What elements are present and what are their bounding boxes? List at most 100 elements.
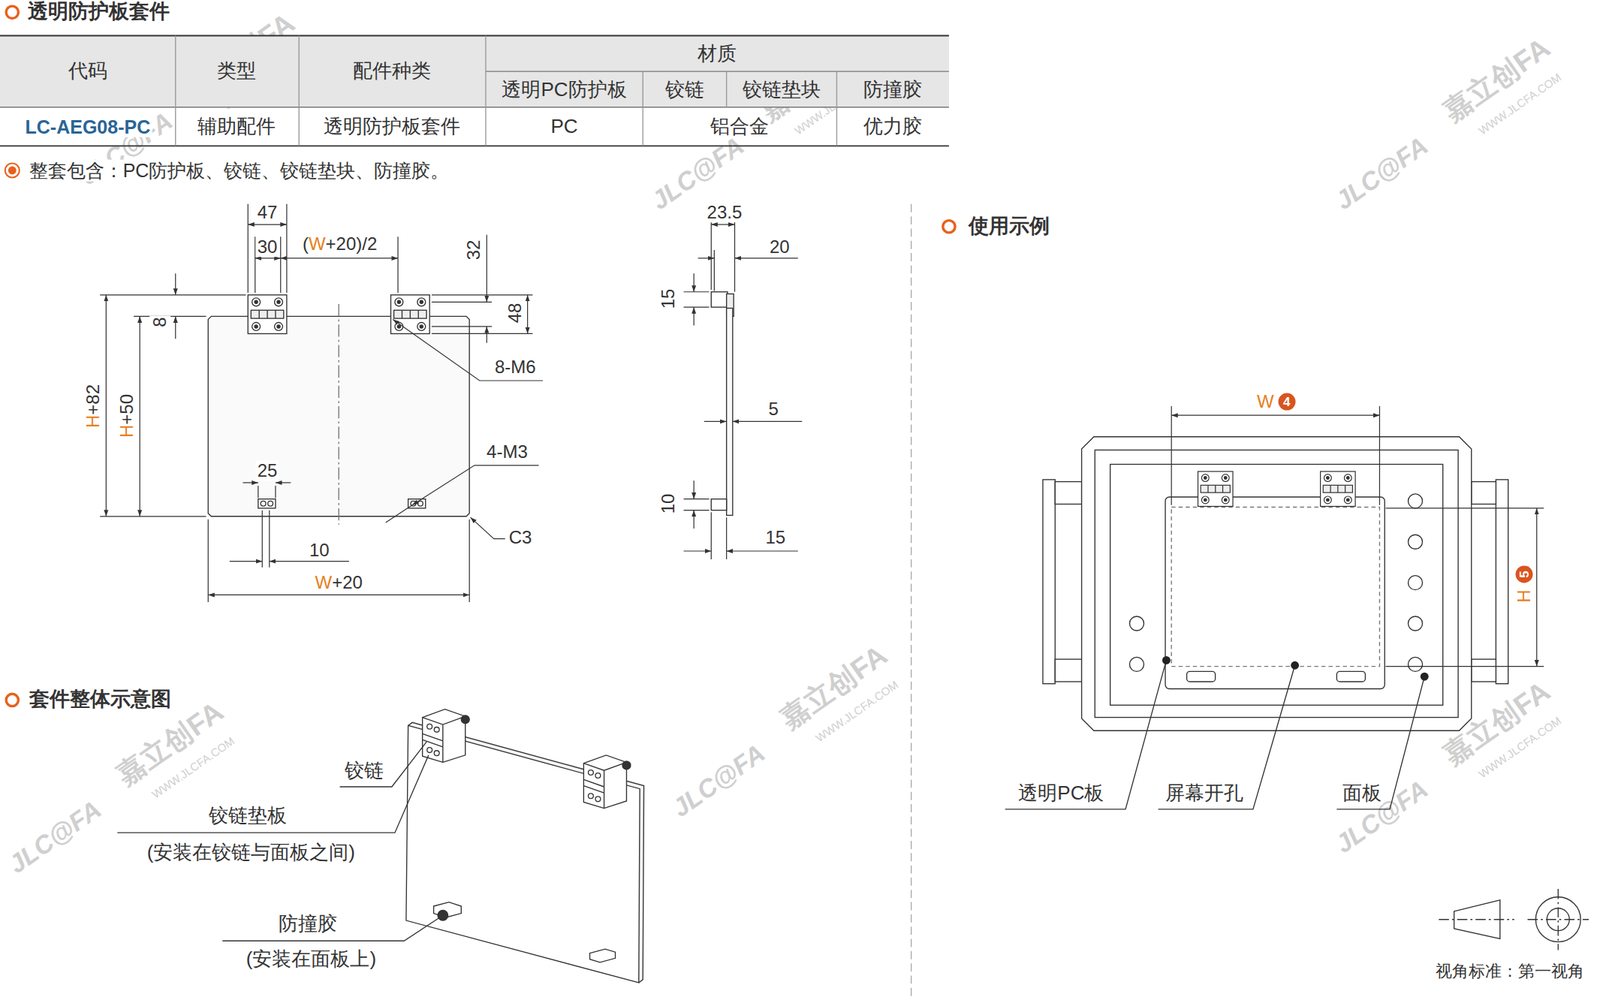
section-heading: 使用示例 (967, 214, 1052, 239)
watermark: JLC@FA (666, 738, 771, 824)
table-cell: 配件种类 (352, 60, 431, 83)
leader-line (1005, 659, 1167, 809)
usage-example (1165, 497, 1385, 690)
front-view (391, 295, 431, 335)
dimension-lines (174, 316, 176, 339)
usage-example (1054, 659, 1082, 682)
dimension-lines (139, 316, 141, 516)
dimension-lines (247, 223, 287, 225)
dimension-lines (732, 421, 802, 422)
dimension-lines (704, 421, 727, 422)
dimension-lines (486, 235, 488, 303)
table-cell: 材质 (697, 42, 737, 66)
table-cell: 类型 (216, 60, 257, 83)
heading-icon (943, 220, 956, 233)
watermark: JLC@FA (3, 794, 107, 880)
kit-sketch (117, 741, 440, 941)
text-part: +20)/2 (325, 233, 378, 254)
dimension-label: 48 (505, 301, 527, 326)
table-cell: 代码 (68, 60, 108, 83)
dimension-lines (1536, 508, 1537, 667)
table-cell: 透明防护板套件 (322, 115, 462, 139)
usage-example (1198, 471, 1233, 507)
dimension-lines (683, 201, 803, 560)
side-view (726, 307, 733, 516)
dimension-lines (735, 257, 799, 259)
table-cell: PC (548, 115, 579, 139)
usage-example (1320, 471, 1356, 507)
bullet-icon (5, 162, 20, 178)
dimension-lines (207, 519, 470, 603)
dimension-label: W+20 (313, 572, 365, 594)
dimension-lines (258, 485, 276, 498)
leader-dot (1162, 656, 1171, 665)
usage-example (1187, 671, 1216, 682)
kit-sketch (422, 709, 471, 763)
spec-table (175, 36, 838, 147)
dimension-label: 10 (307, 539, 332, 561)
usage-example (1407, 616, 1423, 631)
dimension-lines (693, 510, 695, 529)
kit-sketch (590, 949, 616, 963)
dimension-lines (385, 505, 413, 523)
leader-line (1158, 665, 1296, 810)
front-view (268, 500, 274, 507)
usage-example (1042, 479, 1055, 684)
dimension-lines (683, 499, 710, 511)
kit-sketch (406, 725, 640, 983)
text-part: +20 (331, 572, 363, 593)
table-cell: 防撞胶 (863, 78, 923, 102)
table-cell: 透明PC防护板 (501, 78, 627, 102)
leader-line (1005, 659, 1426, 809)
part-label: (安装在面板上) (244, 948, 378, 971)
dimension-lines (262, 510, 270, 568)
dimension-lines (431, 295, 534, 335)
dimension-label: W (1255, 391, 1276, 413)
dimension-lines (683, 292, 710, 308)
usage-example (1094, 449, 1459, 718)
dimension-lines (1171, 406, 1380, 506)
front-view (207, 295, 470, 525)
leader-dot (1162, 656, 1429, 681)
part-label: (安装在铰链与面板之间) (145, 841, 357, 865)
usage-example (1110, 464, 1444, 706)
dimension-label: 30 (256, 236, 280, 258)
view-symbol (1535, 897, 1581, 943)
front-view (260, 500, 266, 507)
dimension-lines (174, 273, 176, 296)
dimension-lines (726, 550, 799, 552)
heading-icon (6, 6, 19, 19)
table-cell: 铰链垫块 (742, 78, 821, 102)
callout-number: 5 (1515, 566, 1534, 584)
usage-example (1081, 436, 1472, 731)
bullet-icon (5, 162, 20, 178)
dimension-label: 23.5 (705, 201, 745, 223)
note: 视角标准：第一视角 (1434, 961, 1586, 981)
dimension-lines (683, 550, 712, 552)
dimension-lines (711, 512, 727, 560)
usage-example (1471, 482, 1497, 505)
dimension-lines (693, 273, 695, 292)
heading-icon (6, 693, 19, 706)
text-part: W (308, 233, 326, 254)
usage-example (1171, 507, 1380, 667)
separator (910, 204, 912, 997)
dimension-lines (412, 465, 540, 506)
callout-number: 4 (1277, 393, 1296, 411)
usage-example (1129, 656, 1144, 672)
dimension-lines (275, 482, 291, 483)
usage-example (1495, 479, 1508, 684)
part-label: 防撞胶 (277, 912, 339, 936)
dimension-lines (470, 517, 506, 540)
dimension-label: H+82 (82, 382, 104, 430)
usage-example (1042, 436, 1509, 731)
dimension-label: (W+20)/2 (301, 233, 379, 255)
dimension-label: 4-M3 (485, 441, 530, 463)
dimension-lines (99, 204, 543, 603)
dimension-label: 5 (766, 398, 780, 420)
dimension-label: 8 (150, 316, 172, 329)
dimension-lines (1171, 406, 1544, 667)
table-cell: 铰链 (665, 78, 705, 102)
dimension-lines (99, 295, 246, 517)
